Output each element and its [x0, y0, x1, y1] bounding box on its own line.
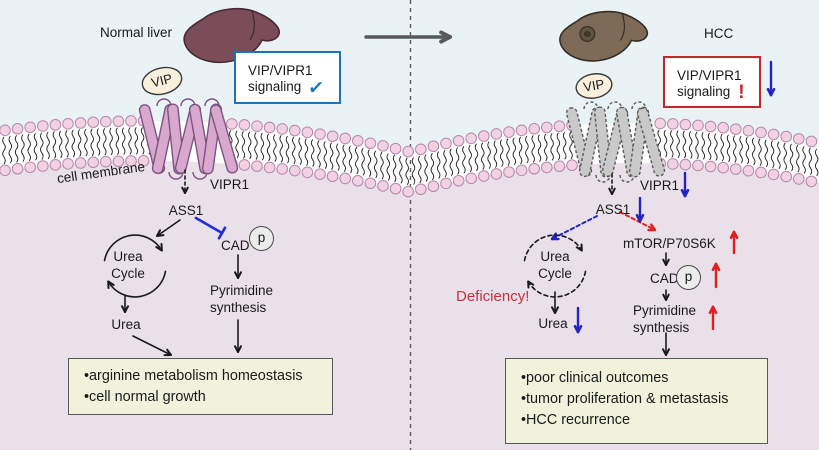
- outcome-item: •cell normal growth: [84, 389, 206, 405]
- exclamation-icon: !: [738, 81, 745, 103]
- vipr1-label-right: VIPR1: [640, 178, 680, 193]
- check-icon: ✓: [307, 76, 326, 100]
- outcome-item: •HCC recurrence: [521, 412, 630, 428]
- phospho-circle-right: p: [676, 265, 701, 290]
- outcome-item: •poor clinical outcomes: [521, 370, 669, 386]
- signal-box-line1: VIP/VIPR1: [677, 68, 742, 83]
- hcc-label: HCC: [704, 26, 734, 41]
- cad-label-left: CAD: [221, 238, 250, 253]
- signal-status-box-hcc: VIP/VIPR1 signaling!: [663, 56, 761, 108]
- vipr1-receptor-hcc-icon: [565, 101, 666, 183]
- normal-liver-icon: [183, 7, 280, 64]
- cell-membrane-bilayer: [0, 115, 819, 198]
- outcome-box-normal: •arginine metabolism homeostasis •cell n…: [68, 358, 333, 415]
- ass1-label-left: ASS1: [168, 203, 204, 218]
- ass1-label-right: ASS1: [595, 202, 631, 217]
- urea-label-right: Urea: [538, 316, 568, 331]
- signal-box-line1: VIP/VIPR1: [248, 63, 313, 78]
- signal-box-line2: signaling✓: [248, 76, 326, 100]
- outcome-box-hcc: •poor clinical outcomes •tumor prolifera…: [505, 358, 768, 444]
- cad-label-right: CAD: [650, 271, 679, 286]
- signal-box-line2: signaling!: [677, 81, 745, 103]
- vip-ligand-oval-left: [141, 66, 183, 96]
- regulation-indicator-arrows: [573, 60, 776, 334]
- pathway-arrows: [103, 30, 671, 357]
- normal-liver-label: Normal liver: [99, 25, 173, 40]
- hcc-liver-icon: [559, 10, 649, 62]
- vipr1-label-left: VIPR1: [210, 177, 250, 192]
- outcome-item: •tumor proliferation & metastasis: [521, 391, 729, 407]
- vipr1-receptor-normal-icon: [138, 98, 239, 180]
- urea-label-left: Urea: [111, 317, 141, 332]
- vip-ligand-oval-right: [575, 73, 613, 99]
- outcome-item: •arginine metabolism homeostasis: [84, 368, 303, 384]
- signal-status-box-normal: VIP/VIPR1 signaling✓: [234, 51, 341, 104]
- phospho-circle-left: p: [249, 226, 274, 251]
- deficiency-label: Deficiency!: [456, 288, 530, 305]
- mtor-label: mTOR/P70S6K: [623, 236, 716, 251]
